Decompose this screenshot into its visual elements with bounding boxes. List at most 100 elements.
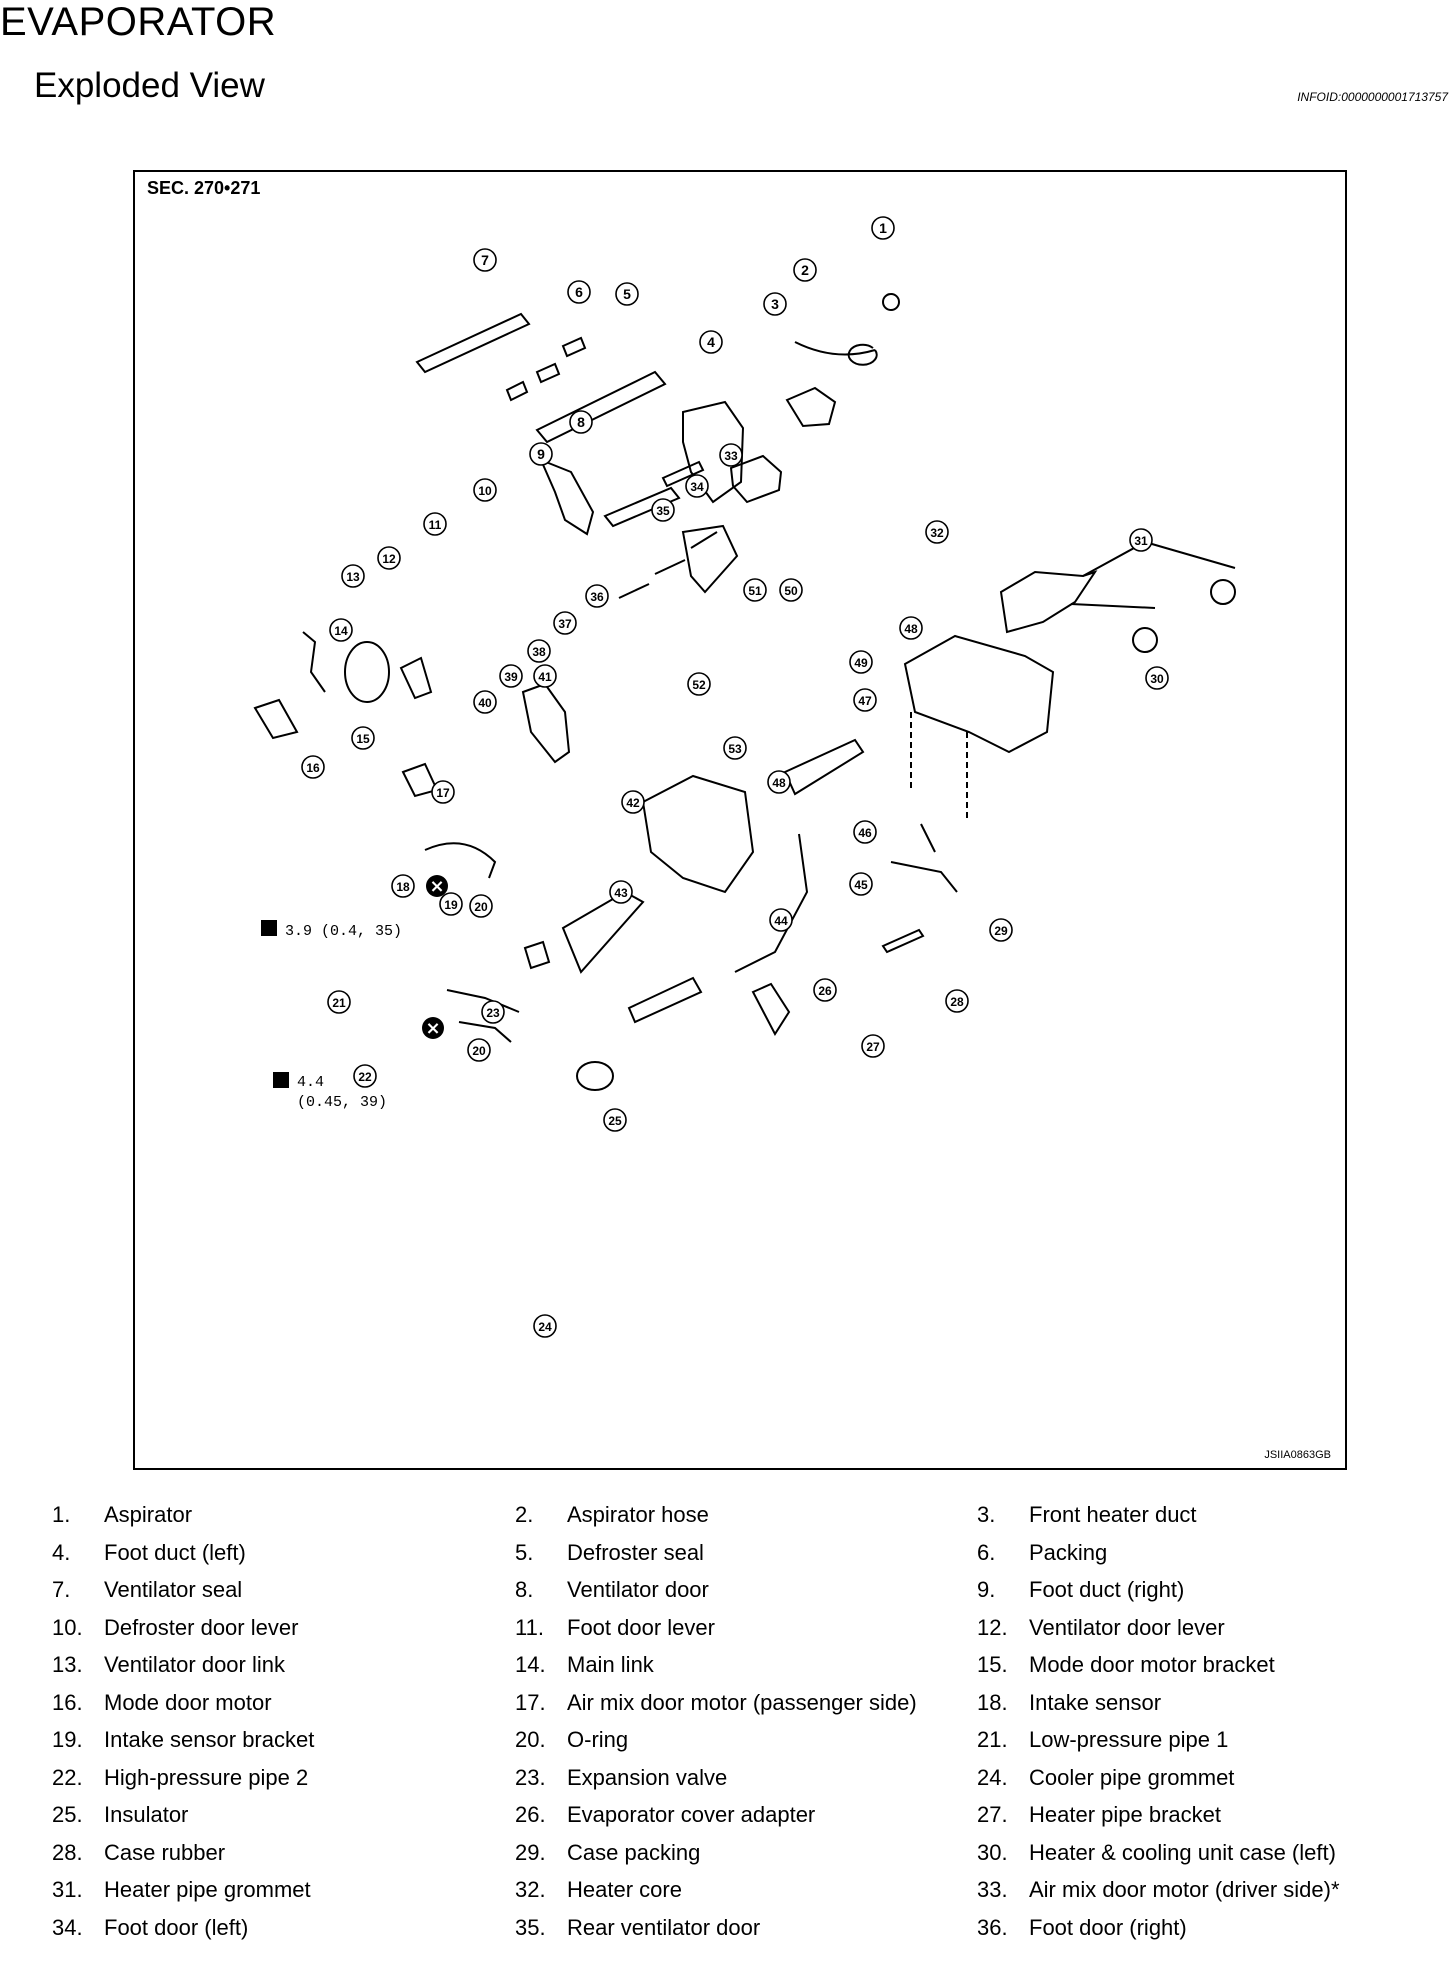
- part-front-heater-duct: [785, 386, 837, 428]
- callout-circle-10: [473, 478, 497, 502]
- callout-circle-38: [527, 639, 551, 663]
- callout-number-39: 39: [504, 670, 518, 684]
- torque-value-1: 3.9 (0.4, 35): [285, 923, 402, 940]
- callout-circle-2: [793, 258, 817, 282]
- part-cooler-pipe-grommet: [576, 1061, 614, 1091]
- legend-item-name: Heater core: [567, 1877, 682, 1902]
- callout-circle-49: [849, 650, 873, 674]
- callout-number-19: 19: [444, 898, 458, 912]
- legend-item-number: 15.: [977, 1652, 1008, 1677]
- legend-item-number: 22.: [52, 1764, 83, 1790]
- part-packing-b: [535, 362, 561, 384]
- legend-item-number: 29.: [515, 1839, 546, 1865]
- callout-number-8: 8: [577, 414, 585, 430]
- x-mark-icon-1: ×: [429, 876, 444, 897]
- part-packing-c: [561, 336, 587, 358]
- part-41: [399, 656, 433, 700]
- callout-circle-45: [849, 872, 873, 896]
- section-label: SEC. 270•271: [147, 178, 260, 198]
- legend-item-name: Ventilator door lever: [1029, 1614, 1225, 1640]
- callout-number-7: 7: [481, 252, 489, 268]
- callout-number-29: 29: [994, 924, 1008, 938]
- callout-circle-32: [925, 520, 949, 544]
- legend-item-number: 28.: [52, 1839, 83, 1865]
- callout-circle-41: [533, 664, 557, 688]
- figure-code: JSIIA0863GB: [1264, 1449, 1331, 1461]
- callout-circle-13: [341, 564, 365, 588]
- callout-circle-1: [871, 216, 895, 240]
- callout-circle-48: [767, 770, 791, 794]
- legend-item-number: 32.: [515, 1877, 546, 1902]
- legend-item-number: 12.: [977, 1614, 1008, 1640]
- callout-number-49: 49: [854, 656, 868, 670]
- callout-number-36: 36: [590, 590, 604, 604]
- part-45: [734, 833, 809, 973]
- callout-number-14: 14: [334, 624, 348, 638]
- legend-item-name: Mode door motor bracket: [1029, 1652, 1275, 1677]
- part-packing-a: [505, 380, 529, 402]
- legend-item-name: Intake sensor bracket: [104, 1727, 315, 1752]
- callout-circle-29: [989, 918, 1013, 942]
- callout-number-38: 38: [532, 645, 546, 659]
- legend-item-name: Heater pipe grommet: [104, 1877, 311, 1902]
- callout-number-48: 48: [904, 622, 918, 636]
- part-main-link: [344, 641, 390, 703]
- page-subtitle: Exploded View: [34, 66, 265, 105]
- callout-circle-12: [377, 546, 401, 570]
- legend-item-number: 35.: [515, 1914, 546, 1940]
- callout-number-21: 21: [332, 996, 346, 1010]
- callout-number-52: 52: [692, 678, 706, 692]
- callout-number-16: 16: [306, 761, 320, 775]
- legend-item-name: Aspirator hose: [567, 1502, 709, 1527]
- part-case-rubber: [881, 928, 925, 954]
- info-id: INFOID:0000000001713757: [1297, 90, 1448, 104]
- callout-number-32: 32: [930, 526, 944, 540]
- legend-item-number: 36.: [977, 1914, 1008, 1940]
- callout-circle-9: [529, 442, 553, 466]
- callout-circle-25: [603, 1108, 627, 1132]
- part-intake-sensor: [424, 842, 497, 879]
- callout-number-26: 26: [818, 984, 832, 998]
- part-heater-core: [999, 570, 1098, 634]
- callout-number-28: 28: [950, 995, 964, 1009]
- callout-number-18: 18: [396, 880, 410, 894]
- callout-circle-21: [327, 990, 351, 1014]
- callout-number-24: 24: [538, 1320, 552, 1334]
- legend-item-number: 31.: [52, 1877, 83, 1902]
- callout-circle-4: [699, 330, 723, 354]
- torque-icon-1: [261, 920, 277, 936]
- callout-circle-34: [685, 474, 709, 498]
- torque-value-2-line1: 4.4: [297, 1074, 324, 1091]
- callout-circle-36: [585, 584, 609, 608]
- callout-circle-27: [861, 1034, 885, 1058]
- callout-circle-20: [467, 1038, 491, 1062]
- legend-item-number: 4.: [52, 1539, 71, 1565]
- callout-circle-37: [553, 611, 577, 635]
- part-evaporator: [561, 890, 645, 974]
- page-title: EVAPORATOR: [0, 0, 277, 44]
- callout-number-44: 44: [774, 914, 788, 928]
- part-heater-cooling-case: [903, 634, 1055, 754]
- part-air-mix-motor-driver: [729, 454, 783, 504]
- callout-circle-28: [945, 989, 969, 1013]
- legend-item-name: Evaporator cover adapter: [567, 1802, 816, 1827]
- part-foot-door-left: [690, 531, 718, 549]
- callout-number-35: 35: [656, 504, 670, 518]
- callout-number-9: 9: [537, 446, 545, 462]
- callout-number-47: 47: [858, 694, 872, 708]
- callout-circle-43: [609, 880, 633, 904]
- legend-item-number: 1.: [52, 1502, 71, 1527]
- part-defroster-seal: [535, 370, 667, 444]
- legend-item-name: Foot door (left): [104, 1914, 249, 1940]
- callout-circle-6: [567, 280, 591, 304]
- legend-item-number: 33.: [977, 1877, 1008, 1902]
- part-foot-duct-right: [539, 458, 595, 536]
- callout-number-13: 13: [346, 570, 360, 584]
- legend-item-name: Aspirator: [104, 1502, 193, 1527]
- callout-number-11: 11: [429, 518, 442, 532]
- callout-circle-44: [769, 908, 793, 932]
- exploded-view-drawing: × × SEC. 270•271 3.9 (0.4, 35) 4.4 (0.45…: [147, 178, 1331, 1461]
- legend-item-number: 11.: [515, 1614, 544, 1640]
- torque-icon-2: [273, 1072, 289, 1088]
